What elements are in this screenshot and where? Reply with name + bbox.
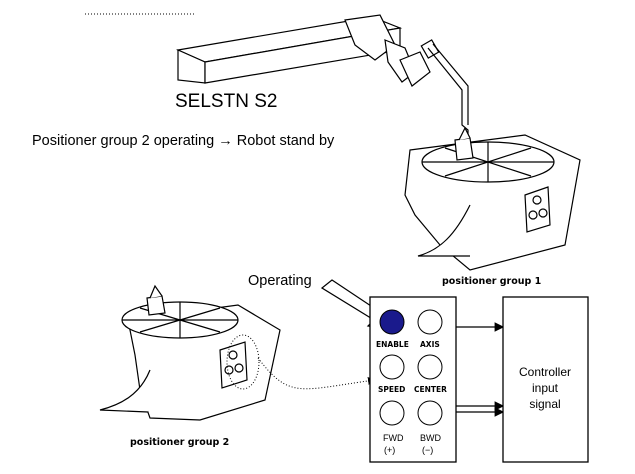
controller-line-2: input xyxy=(532,381,559,395)
leader-ellipse xyxy=(226,334,260,390)
axis-label: AXIS xyxy=(420,340,440,349)
axis-button[interactable] xyxy=(417,309,443,335)
positioner-group-2 xyxy=(99,284,281,421)
robot-rail-station xyxy=(175,14,469,140)
controller-line-3: signal xyxy=(529,397,560,411)
controller-box xyxy=(502,296,589,463)
enable-label: ENABLE xyxy=(376,340,409,349)
bwd-button[interactable] xyxy=(417,400,443,426)
dotted-leader xyxy=(257,357,376,390)
station-label: SELSTN S2 xyxy=(175,91,277,112)
speed-label: SPEED xyxy=(378,385,405,394)
bwd-label: BWD xyxy=(420,433,441,443)
positioner-group-1 xyxy=(404,126,581,271)
speed-button[interactable] xyxy=(379,354,405,380)
status-text: Positioner group 2 operating → Robot sta… xyxy=(32,133,335,149)
bwd-sign: (−) xyxy=(422,445,433,455)
controller-line-1: Controller xyxy=(519,365,571,379)
enable-button[interactable] xyxy=(379,309,405,335)
fwd-label: FWD xyxy=(383,433,404,443)
control-panel xyxy=(369,296,457,463)
fwd-button[interactable] xyxy=(379,400,405,426)
positioner-group-1-label: positioner group 1 xyxy=(442,276,541,287)
center-button[interactable] xyxy=(417,354,443,380)
fwd-sign: (+) xyxy=(384,445,395,455)
center-label: CENTER xyxy=(414,385,447,394)
positioner-group-2-label: positioner group 2 xyxy=(130,437,229,448)
operating-label: Operating xyxy=(248,273,312,289)
